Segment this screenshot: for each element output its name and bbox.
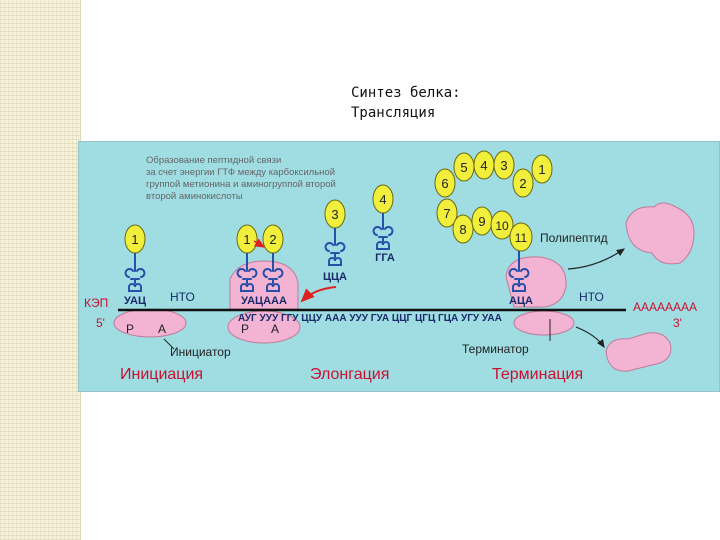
amino-acid-7 [436, 198, 458, 228]
trna-termination: АЦА [508, 251, 533, 307]
svg-text:1: 1 [538, 162, 545, 177]
nto-left-label: НТО [170, 290, 195, 304]
released-small-subunit [605, 332, 672, 372]
mrna-codon-sequence: АУГ УУУ ГГУ ЦЦУ ААА УУУ ГУА ЦЦГ ЦГЦ ГЦА … [238, 313, 502, 324]
svg-text:1: 1 [131, 232, 138, 247]
amino-acid-11 [509, 222, 533, 252]
terminator-label: Терминатор [462, 342, 529, 356]
svg-text:4: 4 [480, 158, 487, 173]
svg-text:10: 10 [495, 219, 509, 233]
anticodon-gga: ГГА [375, 252, 395, 264]
svg-text:11: 11 [515, 231, 528, 245]
poly-a-tail: AAAAAAAA [633, 300, 697, 314]
site-a-elongation: А [271, 322, 279, 336]
amino-acid-2-chain [512, 168, 534, 198]
anticodon-cca: ЦЦА [323, 271, 347, 283]
three-prime-label: 3' [673, 316, 682, 330]
initiator-pointer [163, 338, 175, 350]
svg-text:9: 9 [478, 214, 485, 229]
amino-acid-1-chain [531, 154, 553, 184]
trna-incoming-4: 4 ГГА [372, 184, 395, 264]
note-line-2: за счет энергии ГТФ между карбоксильной [146, 167, 335, 178]
trna-pair-elongation: 1 2 УАЦААА [236, 224, 287, 307]
peptide-bond-arrow [253, 238, 266, 248]
anticodon-pair: УАЦААА [241, 295, 287, 307]
nto-right-label: НТО [579, 290, 604, 304]
site-p-elongation: Р [241, 322, 249, 336]
amino-acid-6 [434, 168, 456, 198]
anticodon-termination: АЦА [509, 295, 533, 307]
ribosome-small-subunit-initiation [113, 308, 187, 338]
five-prime-label: 5' [96, 316, 105, 330]
translation-diagram: Образование пептидной связи за счет энер… [78, 141, 720, 392]
stage-elongation: Элонгация [310, 366, 389, 383]
peptide-bond-note: Образование пептидной связи за счет энер… [146, 155, 336, 202]
ribosome-small-subunit-termination [513, 310, 575, 336]
stage-termination: Терминация [492, 366, 583, 383]
note-line-3: группой метионина и аминогруппой второй [146, 179, 336, 190]
amino-acid-8 [452, 214, 474, 244]
note-line-4: второй аминокислоты [146, 191, 243, 202]
svg-text:6: 6 [441, 176, 448, 191]
svg-text:4: 4 [379, 192, 386, 207]
cap-label: КЭП [84, 296, 108, 310]
slide-title: Синтез белка: Трансляция [351, 83, 551, 123]
site-p-initiation: Р [126, 322, 134, 336]
amino-acid-10 [490, 210, 514, 240]
trna-incoming-3: 3 ЦЦА [323, 199, 347, 283]
slide-decor-stripe [0, 0, 81, 540]
ribosome-large-subunit-elongation [229, 260, 299, 310]
svg-text:1: 1 [243, 232, 250, 247]
polypeptide-release-arrow [567, 248, 625, 270]
slide-title-line-1: Синтез белка: [351, 85, 461, 101]
slide-title-line-2: Трансляция [351, 105, 436, 121]
svg-text:7: 7 [443, 206, 450, 221]
polypeptide-label: Полипептид [540, 231, 608, 245]
released-large-subunit [625, 202, 695, 265]
svg-text:2: 2 [269, 232, 276, 247]
amino-acid-chain: 5 4 3 1 6 2 7 8 9 10 11 [434, 150, 553, 252]
subunit-release-arrow [575, 326, 605, 348]
svg-text:2: 2 [519, 176, 526, 191]
note-line-1: Образование пептидной связи [146, 155, 281, 166]
site-a-initiation: А [158, 322, 166, 336]
svg-text:5: 5 [460, 160, 467, 175]
stage-initiation: Инициация [120, 366, 203, 383]
anticodon-initiation: УАЦ [124, 295, 146, 307]
trna-initiation: 1 УАЦ [124, 224, 146, 307]
amino-acid-3-chain [493, 150, 515, 180]
trna-entry-arrow [300, 286, 337, 303]
svg-text:3: 3 [500, 158, 507, 173]
initiator-label: Инициатор [170, 345, 231, 359]
svg-text:8: 8 [459, 222, 466, 237]
svg-text:3: 3 [331, 207, 338, 222]
